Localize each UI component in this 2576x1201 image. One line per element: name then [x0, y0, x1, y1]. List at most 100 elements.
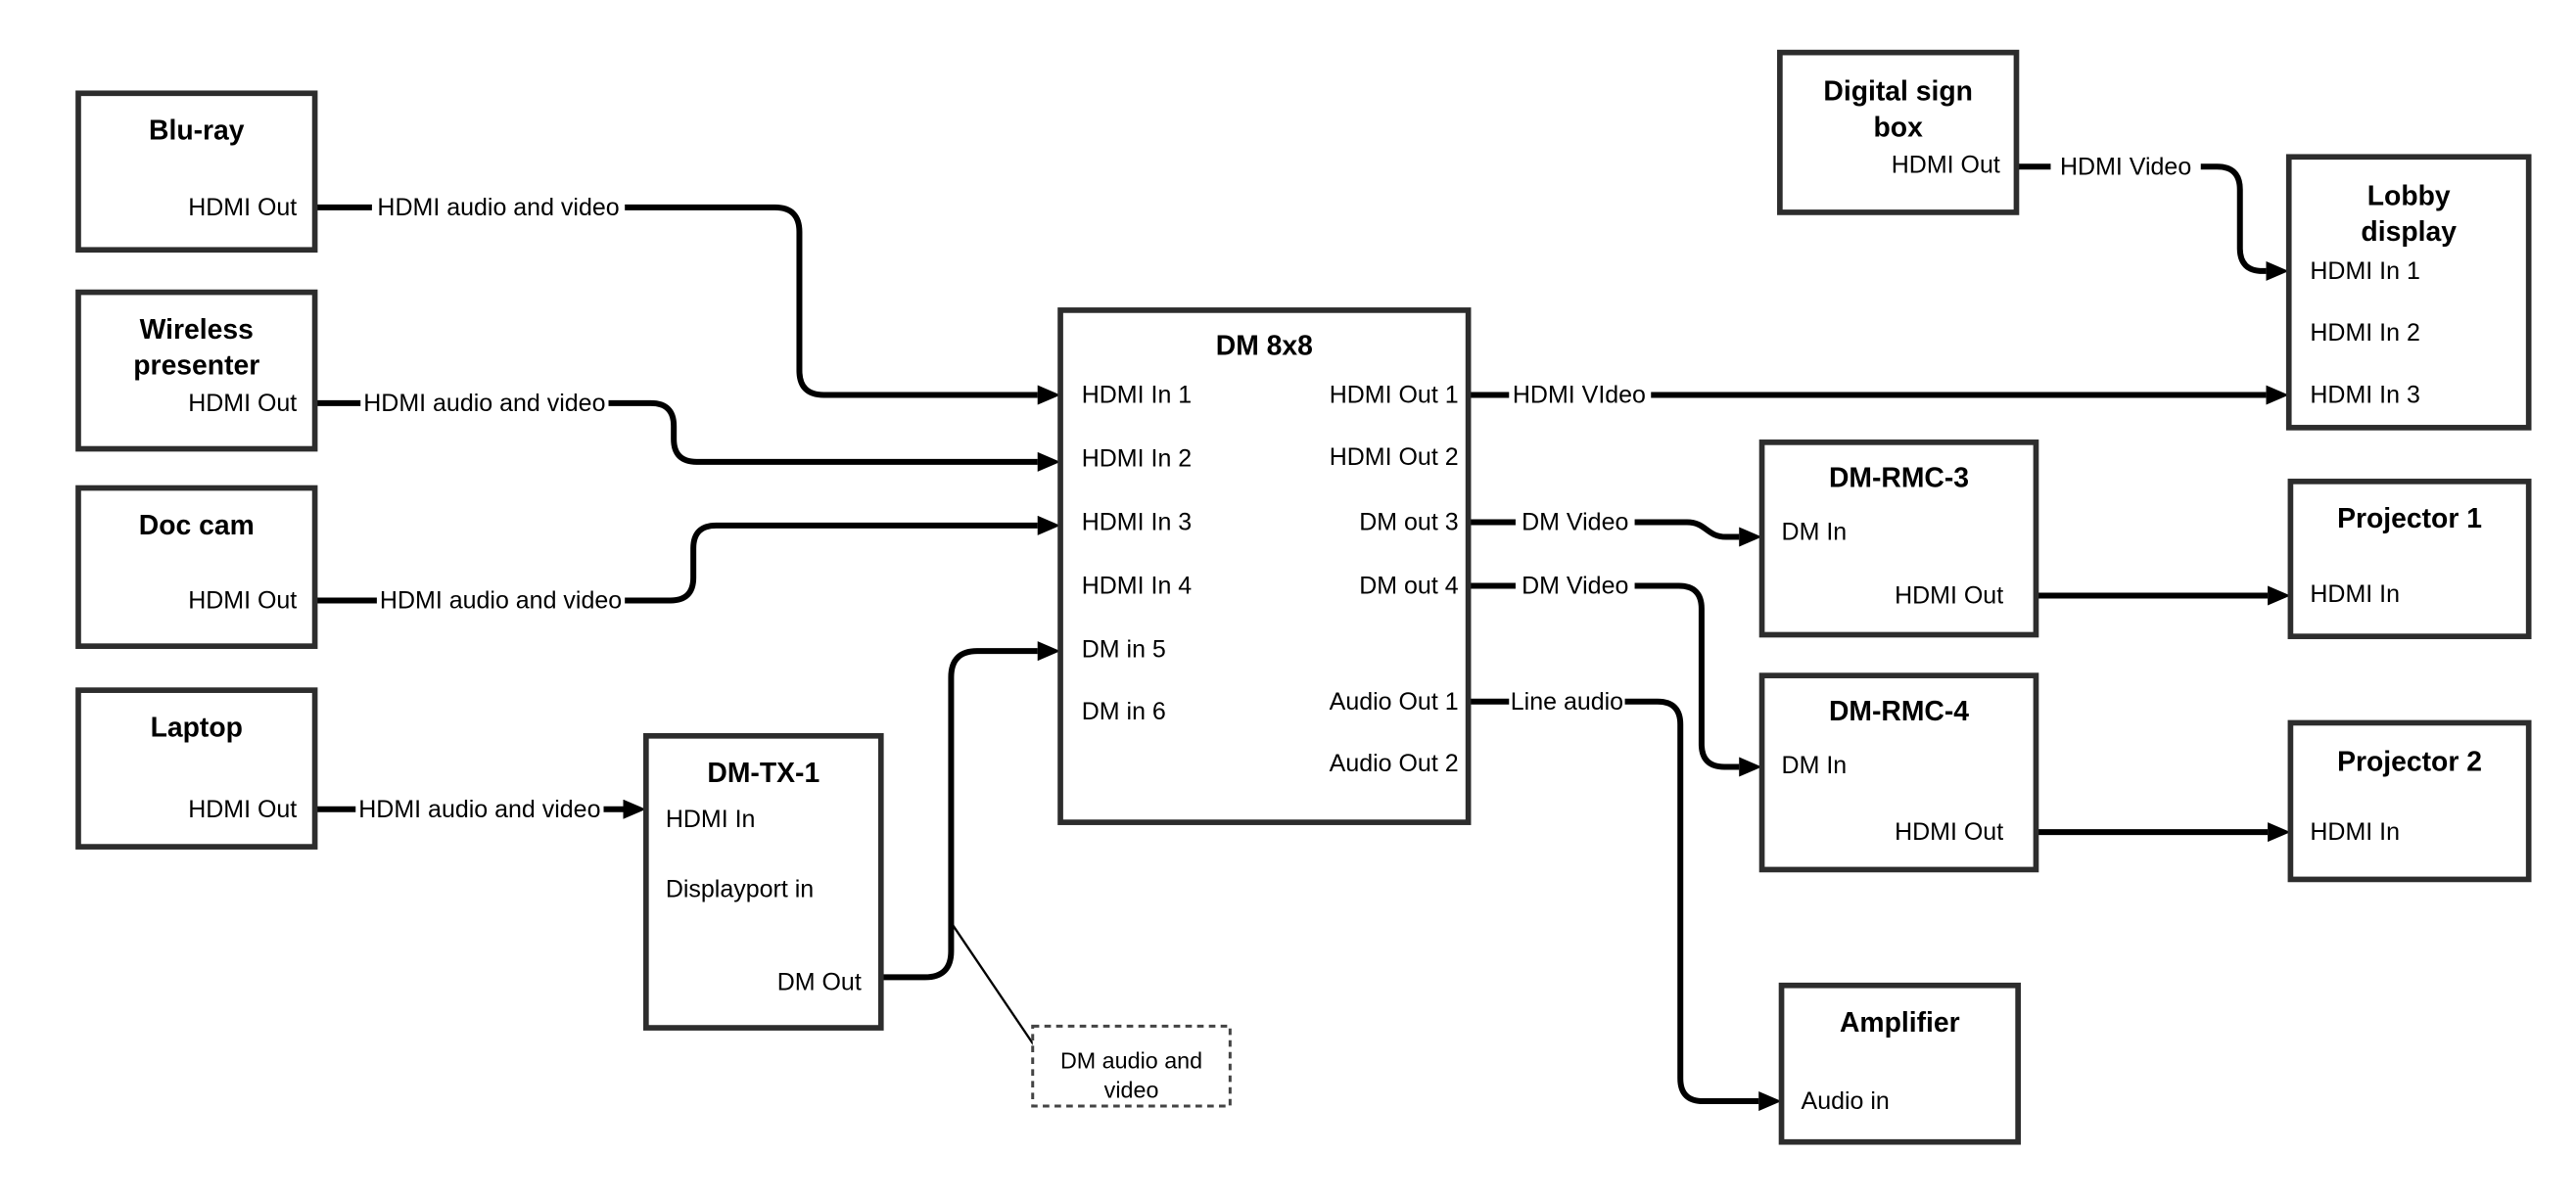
callout-box: [1031, 1024, 1232, 1108]
port-hdmi-out: HDMI Out: [1895, 582, 2003, 610]
edge-line: [625, 515, 1061, 604]
node-box: [1778, 982, 2021, 1145]
node-laptop: Laptop HDMI Out: [75, 687, 318, 850]
port-dm-out-3: DM out 3: [1359, 509, 1458, 536]
edge-label: HDMI audio and video: [377, 194, 619, 221]
node-title: Blu-ray: [149, 115, 245, 147]
node-title: Doc cam: [139, 510, 255, 541]
node-box: [643, 732, 884, 1031]
edge-dm8x8-to-lobby: HDMI VIdeo: [1468, 382, 2289, 409]
edge-line: [625, 204, 1061, 405]
node-dm-tx-1: DM-TX-1 HDMI In Displayport in DM Out: [643, 732, 884, 1031]
port-audio-out-2: Audio Out 2: [1330, 750, 1459, 777]
node-title-line1: Digital sign: [1823, 76, 1973, 108]
edge-line: [1634, 519, 1762, 547]
node-title-line2: display: [2361, 216, 2457, 248]
callout-text-line1: DM audio and: [1060, 1047, 1202, 1073]
port-hdmi-out: HDMI Out: [188, 587, 297, 615]
node-title: DM 8x8: [1216, 331, 1313, 362]
edge-dm8x8-to-rmc3: DM Video: [1468, 509, 1762, 547]
edge-line: [880, 641, 1061, 981]
node-box: [1777, 49, 2020, 215]
node-box: [1758, 672, 2039, 873]
edge-label: HDMI audio and video: [380, 587, 622, 615]
node-title: DM-TX-1: [707, 758, 820, 789]
node-wireless-presenter: Wireless presenter HDMI Out: [75, 289, 318, 452]
node-title: Projector 2: [2337, 746, 2482, 777]
node-box: [2287, 479, 2532, 639]
node-title-line1: Lobby: [2367, 180, 2451, 211]
node-title-line2: box: [1874, 112, 1924, 143]
port-hdmi-in-1: HDMI In 1: [1082, 382, 1192, 409]
node-box: [75, 90, 318, 254]
port-hdmi-out: HDMI Out: [188, 796, 297, 823]
port-dm-out: DM Out: [777, 968, 862, 995]
port-hdmi-out: HDMI Out: [188, 390, 297, 417]
node-projector-2: Projector 2 HDMI In: [2287, 719, 2532, 883]
node-dm-rmc-3: DM-RMC-3 DM In HDMI Out: [1758, 439, 2039, 638]
node-dm-rmc-4: DM-RMC-4 DM In HDMI Out: [1758, 672, 2039, 873]
port-dm-in: DM In: [1782, 519, 1848, 546]
node-title: DM-RMC-3: [1829, 463, 1969, 494]
edge-label: DM Video: [1522, 573, 1628, 600]
node-title-line1: Wireless: [140, 314, 254, 346]
edge-label: DM Video: [1522, 509, 1628, 536]
port-hdmi-in-2: HDMI In 2: [2310, 319, 2419, 346]
port-hdmi-in-3: HDMI In 3: [2310, 382, 2419, 409]
node-title: Amplifier: [1840, 1007, 1960, 1039]
port-dm-in-5: DM in 5: [1082, 635, 1166, 663]
node-title-line2: presenter: [133, 350, 259, 382]
edge-label: Line audio: [1511, 688, 1623, 716]
node-title: Projector 1: [2337, 503, 2482, 534]
port-hdmi-in-1: HDMI In 1: [2310, 257, 2419, 285]
port-displayport-in: Displayport in: [666, 875, 814, 902]
node-amplifier: Amplifier Audio in: [1778, 982, 2021, 1145]
port-hdmi-out-2: HDMI Out 2: [1330, 443, 1459, 471]
edge-dm8x8-to-amplifier: Line audio: [1468, 688, 1782, 1112]
node-box: [2285, 154, 2532, 431]
node-digital-sign-box: Digital sign box HDMI Out: [1777, 49, 2020, 215]
port-hdmi-in-2: HDMI In 2: [1082, 445, 1192, 473]
node-box: [2287, 719, 2532, 883]
edge-label: HDMI audio and video: [363, 390, 605, 417]
edge-digisign-to-lobby: HDMI Video: [2016, 153, 2289, 281]
node-doc-cam: Doc cam HDMI Out: [75, 485, 318, 649]
node-lobby-display: Lobby display HDMI In 1 HDMI In 2 HDMI I…: [2285, 154, 2532, 431]
edge-bluray-to-dm8x8: HDMI audio and video: [314, 194, 1061, 405]
edge-laptop-to-dmtx1: HDMI audio and video: [314, 796, 646, 823]
edge-line: [1624, 698, 1782, 1112]
node-title: Laptop: [151, 712, 243, 743]
port-hdmi-out: HDMI Out: [188, 194, 297, 221]
node-box: [75, 485, 318, 649]
node-box: [1758, 439, 2039, 638]
port-audio-in: Audio in: [1802, 1087, 1890, 1115]
edge-dmtx1-to-dm8x8: [880, 641, 1061, 1047]
node-box: [1057, 307, 1472, 825]
node-title: DM-RMC-4: [1829, 696, 1969, 727]
edge-line: [608, 399, 1061, 472]
callout-text-line2: video: [1104, 1077, 1159, 1102]
port-hdmi-in-4: HDMI In 4: [1082, 573, 1193, 600]
edge-doccam-to-dm8x8: HDMI audio and video: [314, 515, 1061, 615]
node-projector-1: Projector 1 HDMI In: [2287, 479, 2532, 639]
node-box: [75, 687, 318, 850]
edge-wireless-to-dm8x8: HDMI audio and video: [314, 390, 1061, 472]
node-box: [75, 289, 318, 452]
port-hdmi-in-3: HDMI In 3: [1082, 509, 1192, 536]
edge-label: HDMI audio and video: [358, 796, 600, 823]
port-dm-in-6: DM in 6: [1082, 698, 1166, 725]
edge-label: HDMI Video: [2060, 153, 2191, 180]
port-hdmi-out: HDMI Out: [1895, 818, 2003, 846]
edge-line: [2200, 163, 2289, 281]
port-dm-in: DM In: [1782, 752, 1848, 779]
callout-dm-audio-video: DM audio and video: [1031, 1024, 1232, 1108]
edge-dm8x8-to-rmc4: DM Video: [1468, 573, 1762, 777]
edge-line: [1634, 582, 1762, 777]
port-hdmi-in: HDMI In: [666, 806, 756, 833]
port-hdmi-out: HDMI Out: [1892, 152, 2000, 179]
port-audio-out-1: Audio Out 1: [1330, 688, 1459, 716]
edge-label: HDMI VIdeo: [1513, 382, 1646, 409]
port-hdmi-in: HDMI In: [2310, 818, 2400, 846]
node-dm-8x8: DM 8x8 HDMI In 1 HDMI In 2 HDMI In 3 HDM…: [1057, 307, 1472, 825]
